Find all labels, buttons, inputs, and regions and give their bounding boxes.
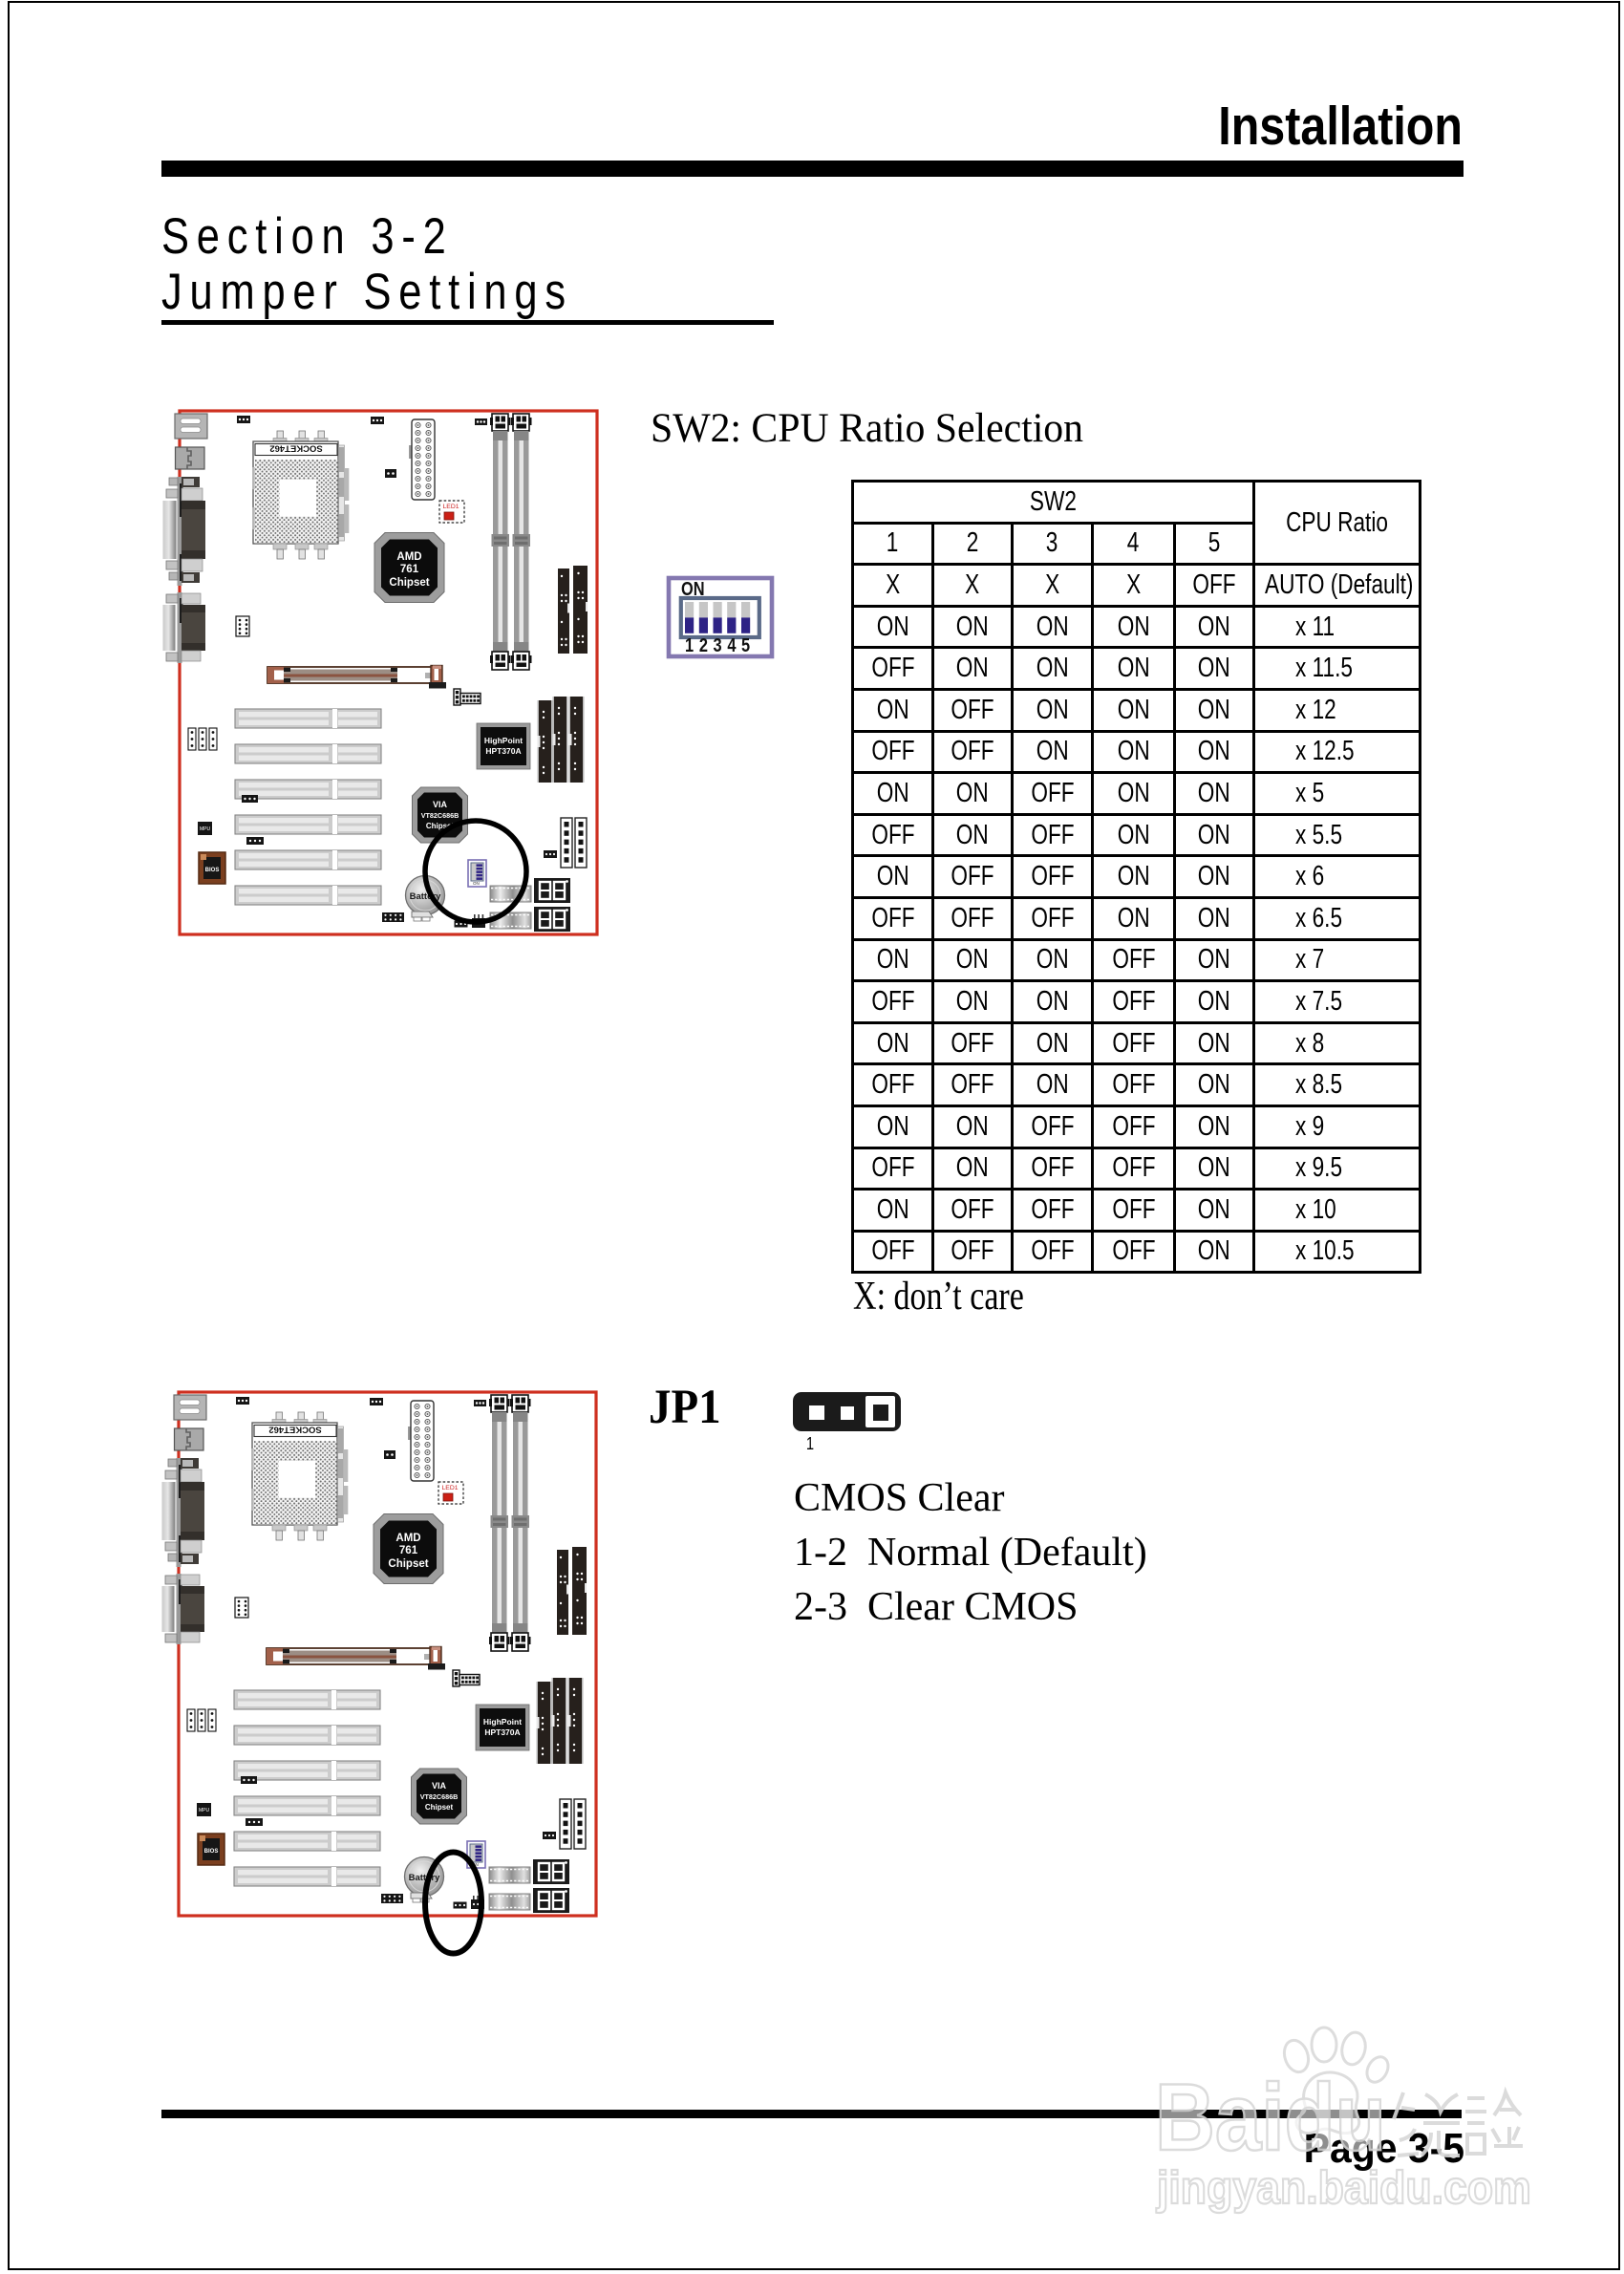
svg-text:jingyan.baidu.com: jingyan.baidu.com	[1156, 2162, 1531, 2214]
svg-text:5: 5	[741, 633, 750, 655]
svg-text:2: 2	[699, 633, 708, 655]
svg-text:3: 3	[714, 633, 722, 655]
svg-text:4: 4	[727, 633, 737, 655]
svg-text:ON: ON	[681, 577, 705, 599]
svg-text:1: 1	[685, 633, 694, 655]
svg-text:Baidu: Baidu	[1155, 2065, 1386, 2170]
